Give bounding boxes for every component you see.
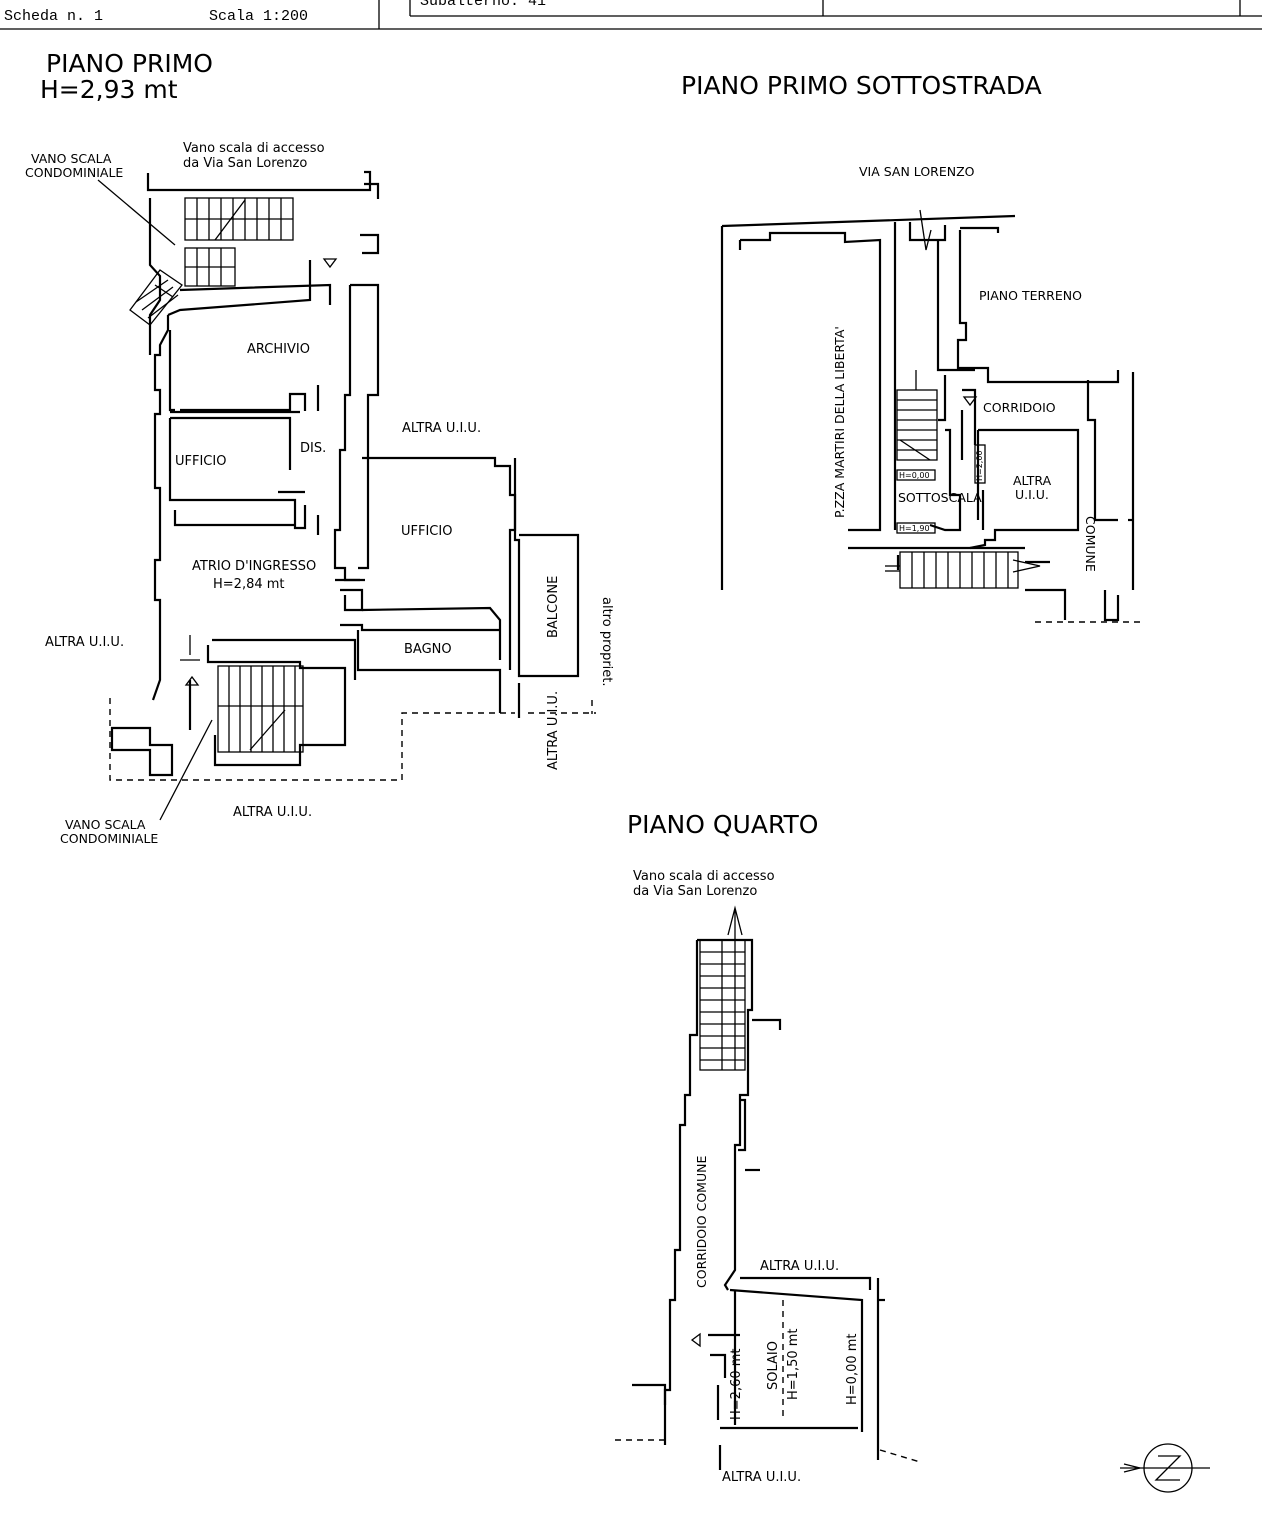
- accesso-line2: da Via San Lorenzo: [183, 156, 307, 171]
- down-arrow-icon: [962, 396, 978, 407]
- stairs-bottom: [217, 665, 304, 753]
- piano-sottostrada-plan: PIANO PRIMO SOTTOSTRADA VIA SAN LORENZO: [681, 71, 1145, 623]
- subalterno-label: Subalterno: 41: [420, 0, 546, 10]
- atrio-label: ATRIO D'INGRESSO: [192, 559, 316, 574]
- piano-quarto-title: PIANO QUARTO: [627, 810, 818, 839]
- h000-quarto-label: H=0,00 mt: [845, 1333, 860, 1405]
- archivio-label: ARCHIVIO: [247, 342, 310, 357]
- quarto-altra-uiu-right-label: ALTRA U.I.U.: [760, 1259, 839, 1274]
- balcone-label: BALCONE: [546, 576, 561, 638]
- ufficio-left-label: UFFICIO: [175, 454, 226, 469]
- stairs-top: [129, 197, 294, 326]
- h000-label: H=0,00: [899, 471, 930, 480]
- quarto-accesso-line1: Vano scala di accesso: [633, 869, 775, 884]
- h190-label: H=1,90: [899, 524, 930, 533]
- corridoio-comune-label: CORRIDOIO COMUNE: [694, 1156, 709, 1288]
- altro-propriet-label: altro propriet.: [599, 597, 614, 687]
- comune-label: COMUNE: [1083, 516, 1098, 572]
- piano-primo-title: PIANO PRIMO: [46, 49, 213, 78]
- via-san-lorenzo-label: VIA SAN LORENZO: [859, 164, 975, 179]
- stairs-quarto: [699, 905, 746, 1071]
- quarto-accesso-line2: da Via San Lorenzo: [633, 884, 757, 899]
- piano-primo-plan: PIANO PRIMO H=2,93 mt VANO SCALA CONDOMI…: [25, 49, 614, 846]
- sottoscala-label: SOTTOSCALA: [898, 490, 982, 505]
- altra-uiu-vertical-label: ALTRA U.I.U.: [546, 691, 561, 770]
- dis-label: DIS.: [300, 441, 326, 456]
- piazza-label: P.ZZA MARTIRI DELLA LIBERTA': [832, 326, 847, 518]
- sheet-number: Scheda n. 1: [4, 8, 103, 25]
- h150-label: H=1,50 mt: [786, 1328, 801, 1400]
- vano-scala-bottom-line2: CONDOMINIALE: [60, 831, 158, 846]
- altra-uiu-mid-label: ALTRA U.I.U.: [402, 421, 481, 436]
- piano-quarto-plan: PIANO QUARTO Vano scala di accesso da Vi…: [615, 810, 921, 1485]
- bagno-label: BAGNO: [404, 642, 452, 657]
- header-strip: Scheda n. 1 Scala 1:200 Subalterno: 41: [0, 0, 1262, 30]
- sottostrada-title: PIANO PRIMO SOTTOSTRADA: [681, 71, 1042, 100]
- accesso-line1: Vano scala di accesso: [183, 141, 325, 156]
- altra-uiu-line2: U.I.U.: [1015, 487, 1049, 502]
- scale-label: Scala 1:200: [209, 8, 308, 25]
- down-arrow-icon: [322, 258, 338, 269]
- vano-scala-top-line2: CONDOMINIALE: [25, 165, 123, 180]
- vano-scala-top-line1: VANO SCALA: [31, 151, 112, 166]
- atrio-height-label: H=2,84 mt: [213, 577, 285, 592]
- piano-terreno-label: PIANO TERRENO: [979, 288, 1082, 303]
- h260-label: H=2,60 mt: [729, 1348, 744, 1420]
- altra-uiu-bottom-label: ALTRA U.I.U.: [233, 805, 312, 820]
- piano-primo-height: H=2,93 mt: [40, 75, 178, 104]
- stairs-sottostrada: [885, 209, 1041, 589]
- corridoio-label: CORRIDOIO: [983, 400, 1056, 415]
- north-arrow-icon: [1120, 1443, 1210, 1493]
- quarto-altra-uiu-bottom-label: ALTRA U.I.U.: [722, 1470, 801, 1485]
- up-arrow-icon: [184, 675, 200, 686]
- solaio-label: SOLAIO: [766, 1341, 781, 1390]
- altra-uiu-line1: ALTRA: [1013, 473, 1052, 488]
- h200-label: H=2,00: [975, 450, 984, 481]
- ufficio-right-label: UFFICIO: [401, 524, 452, 539]
- up-arrow-icon: [690, 1332, 701, 1348]
- altra-uiu-left-label: ALTRA U.I.U.: [45, 635, 124, 650]
- vano-scala-bottom-line1: VANO SCALA: [65, 817, 146, 832]
